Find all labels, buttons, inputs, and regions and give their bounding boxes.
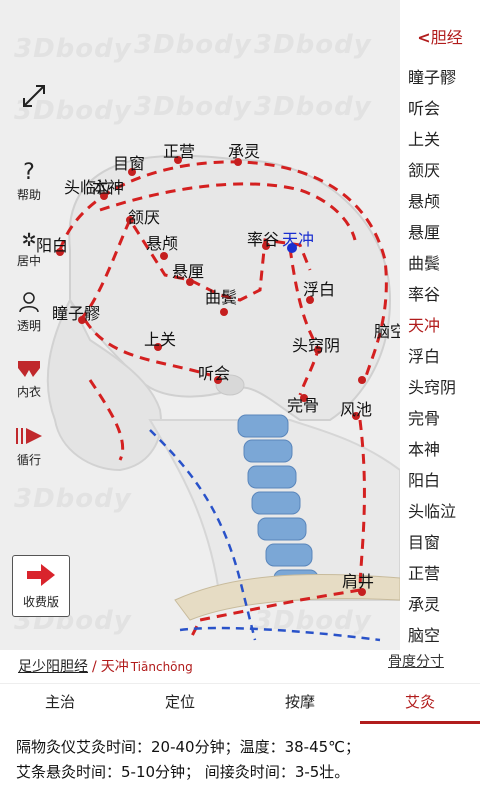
breadcrumb-meridian[interactable]: 足少阳胆经: [18, 659, 88, 675]
watermark: 3Dbody: [134, 30, 252, 60]
point-label[interactable]: 阳白: [36, 236, 69, 255]
watermark: 3Dbody: [14, 96, 132, 126]
tab-moxibustion[interactable]: 艾灸: [404, 693, 435, 711]
point-label[interactable]: 风池: [340, 400, 373, 419]
chevron-left-icon: <: [417, 28, 431, 47]
point-label[interactable]: 颔厌: [128, 208, 161, 227]
acupoint-list-item[interactable]: 阳白: [408, 471, 441, 490]
point-label-active[interactable]: 天冲: [282, 230, 315, 249]
anatomy-viewport[interactable]: 3Dbody 3Dbody 3Dbody 3Dbody 3Dbody 3Dbod…: [0, 0, 400, 650]
arrow-right-icon: [27, 564, 55, 586]
tab-bar: 主治 定位 按摩 艾灸: [0, 683, 480, 724]
acupoint-list-item[interactable]: 承灵: [408, 595, 441, 614]
help-button[interactable]: ? 帮助: [8, 162, 50, 203]
acupoint-list-item[interactable]: 天冲: [408, 316, 441, 335]
meridian-back-button[interactable]: <胆经: [400, 24, 480, 48]
acupoint-list-item[interactable]: 率谷: [408, 285, 441, 304]
point-label[interactable]: 曲鬓: [205, 288, 238, 307]
paid-version-label: 收费版: [22, 595, 59, 609]
acupoint-list-panel[interactable]: <胆经 瞳子髎听会上关颔厌悬颅悬厘曲鬓率谷天冲浮白头窍阴完骨本神阳白头临泣目窗正…: [400, 0, 480, 650]
acupoint-list-item[interactable]: 颔厌: [408, 161, 441, 180]
point-label[interactable]: 头临泣: [64, 178, 113, 197]
point-label[interactable]: 脑空: [374, 322, 400, 341]
watermark: 3Dbody: [134, 92, 252, 122]
acupoint-list-item[interactable]: 曲鬓: [408, 254, 441, 273]
underwear-icon: [8, 360, 50, 381]
meridian-label: 胆经: [430, 28, 463, 47]
expand-arrows-icon[interactable]: [20, 82, 48, 110]
point-label[interactable]: 正营: [163, 142, 196, 161]
transparent-label: 透明: [16, 319, 41, 333]
breadcrumb-separator: /: [92, 659, 97, 675]
point-label[interactable]: 头窍阴: [292, 336, 341, 355]
anatomy-model: [46, 154, 400, 642]
info-line: 艾条悬灸时间：5-10分钟； 间接灸时间：3-5壮。: [16, 763, 350, 781]
acupoint-list-item[interactable]: 悬厘: [408, 223, 441, 242]
info-line: 隔物灸仪艾灸时间：20-40分钟；温度：38-45℃；: [16, 738, 361, 756]
acupoint-list-item[interactable]: 完骨: [408, 409, 441, 428]
tab-indications[interactable]: 主治: [44, 693, 75, 711]
acupoint-list-item[interactable]: 瞳子髎: [408, 68, 457, 87]
point-label[interactable]: 率谷: [247, 230, 280, 249]
point-label[interactable]: 肩井: [342, 572, 375, 591]
watermark: 3Dbody: [254, 92, 372, 122]
acupoint-list-item[interactable]: 目窗: [408, 533, 441, 552]
acupoint-list-item[interactable]: 脑空: [408, 626, 441, 645]
point-label[interactable]: 完骨: [287, 396, 320, 415]
breadcrumb-pinyin: Tiānchōng: [130, 660, 193, 674]
watermark: 3Dbody: [254, 30, 372, 60]
point-label[interactable]: 目窗: [113, 154, 146, 173]
help-label: 帮助: [16, 188, 41, 202]
bone-measure-link[interactable]: 骨度分寸: [388, 654, 444, 670]
cycle-label: 循行: [16, 453, 41, 467]
cycle-button[interactable]: 循行: [8, 426, 50, 468]
underwear-button[interactable]: 内衣: [8, 360, 50, 400]
detail-panel: [0, 650, 480, 800]
watermark: 3Dbody: [14, 34, 132, 64]
watermark: 3Dbody: [14, 484, 132, 514]
point-label[interactable]: 承灵: [228, 142, 261, 161]
acupoint-list-item[interactable]: 上关: [408, 130, 441, 149]
question-icon: ?: [23, 160, 35, 185]
tab-location[interactable]: 定位: [164, 693, 195, 711]
point-label[interactable]: 悬厘: [172, 262, 205, 281]
transparent-button[interactable]: 透明: [8, 292, 50, 334]
moxibustion-info: 隔物灸仪艾灸时间：20-40分钟；温度：38-45℃； 艾条悬灸时间：5-10分…: [16, 735, 360, 785]
acupoint-list-item[interactable]: 浮白: [408, 347, 441, 366]
acupoint-list-item[interactable]: 头临泣: [408, 502, 457, 521]
watermark: 3Dbody: [254, 606, 372, 636]
tab-massage[interactable]: 按摩: [284, 693, 315, 711]
point-label[interactable]: 听会: [198, 364, 231, 383]
active-tab-indicator: [360, 721, 480, 724]
point-label[interactable]: 本神: [92, 178, 125, 197]
play-cycle-icon: [8, 426, 50, 449]
acupoint-list-item[interactable]: 本神: [408, 440, 441, 459]
breadcrumb-point: 天冲: [100, 659, 129, 675]
center-label: 居中: [16, 254, 41, 268]
point-label[interactable]: 浮白: [303, 280, 336, 299]
acupoint-list-item[interactable]: 头窍阴: [408, 378, 457, 397]
center-button[interactable]: ✲ 居中: [8, 232, 50, 269]
point-label[interactable]: 悬颅: [146, 234, 179, 253]
crosshair-icon: ✲: [21, 230, 37, 251]
person-icon: [8, 292, 50, 315]
acupoint-list-item[interactable]: 正营: [408, 564, 441, 583]
point-label[interactable]: 瞳子髎: [52, 304, 101, 323]
point-label[interactable]: 上关: [144, 330, 177, 349]
acupoint-list-item[interactable]: 悬颅: [408, 192, 441, 211]
acupoint-list-item[interactable]: 听会: [408, 99, 441, 118]
underwear-label: 内衣: [16, 385, 41, 399]
paid-version-button[interactable]: 收费版: [12, 555, 70, 617]
